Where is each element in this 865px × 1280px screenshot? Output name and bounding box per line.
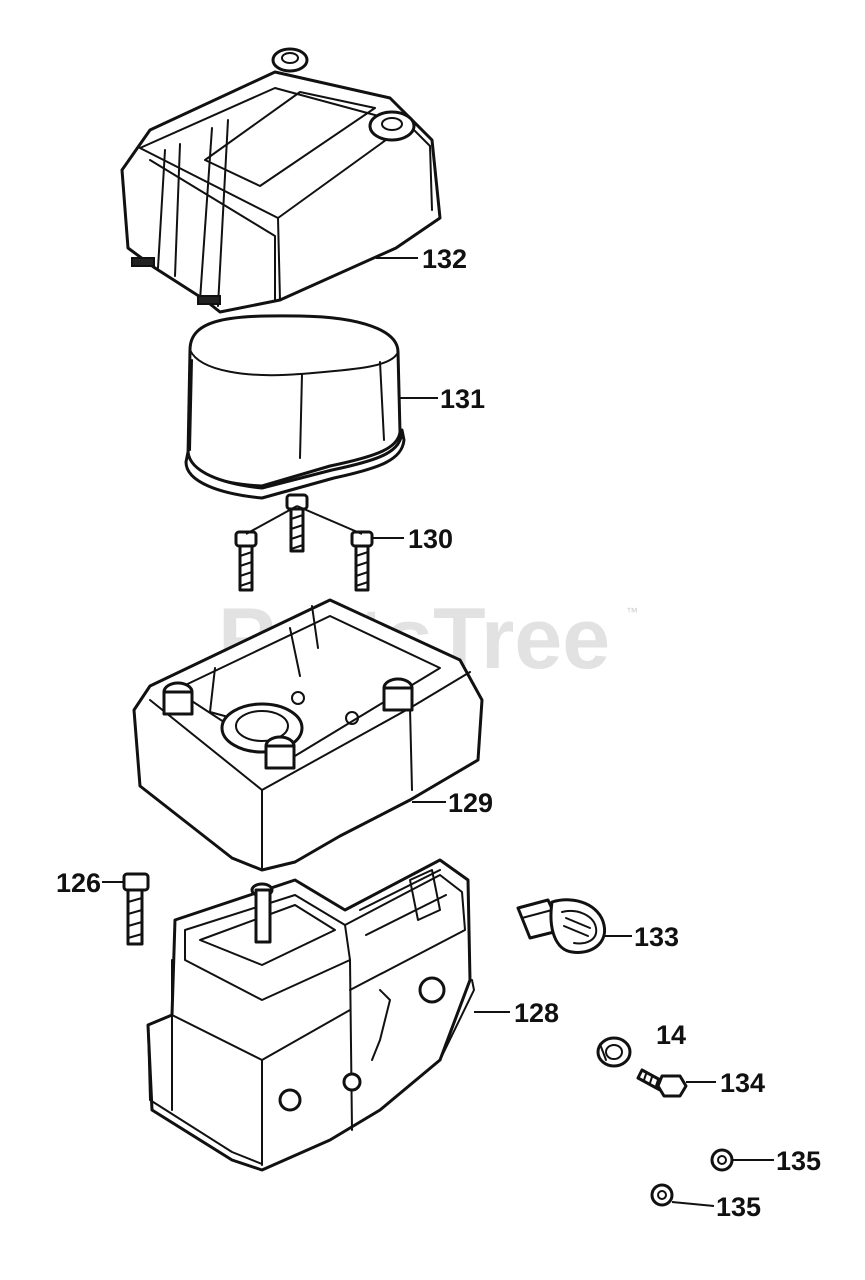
part-130-screws[interactable] xyxy=(234,493,374,592)
part-133[interactable] xyxy=(516,898,607,954)
part-134-screw[interactable] xyxy=(636,1068,688,1098)
callout-131[interactable]: 131 xyxy=(440,384,485,414)
part-129-base[interactable] xyxy=(132,598,484,872)
leader-lines xyxy=(102,257,774,1207)
part-14-grommet[interactable] xyxy=(596,1036,632,1068)
part-131-filter[interactable] xyxy=(184,314,406,500)
callout-134[interactable]: 134 xyxy=(720,1068,765,1098)
callout-129[interactable]: 129 xyxy=(448,788,493,818)
watermark-trademark: ™ xyxy=(626,605,638,619)
callout-128[interactable]: 128 xyxy=(514,998,559,1028)
part-132-cover[interactable] xyxy=(120,47,442,314)
part-126-bolt[interactable] xyxy=(122,872,150,946)
callout-135-lower[interactable]: 135 xyxy=(716,1192,761,1222)
callout-133[interactable]: 133 xyxy=(634,922,679,952)
callout-132[interactable]: 132 xyxy=(422,244,467,274)
part-135-nut-upper[interactable] xyxy=(710,1148,734,1172)
screw-130-right[interactable] xyxy=(350,530,374,592)
callout-14[interactable]: 14 xyxy=(656,1020,686,1050)
part-135-nut-lower[interactable] xyxy=(650,1183,674,1207)
leader-130-left xyxy=(245,505,298,535)
callout-130[interactable]: 130 xyxy=(408,524,453,554)
leader-130-right xyxy=(296,505,363,535)
screw-130-center[interactable] xyxy=(285,493,309,553)
callout-126[interactable]: 126 xyxy=(56,868,101,898)
leader-135b xyxy=(671,1201,715,1207)
part-128-housing[interactable] xyxy=(146,858,475,1172)
callout-135-upper[interactable]: 135 xyxy=(776,1146,821,1176)
callout-labels: 132 131 130 129 126 133 128 14 134 135 1… xyxy=(56,244,821,1222)
screw-130-left[interactable] xyxy=(234,530,258,592)
